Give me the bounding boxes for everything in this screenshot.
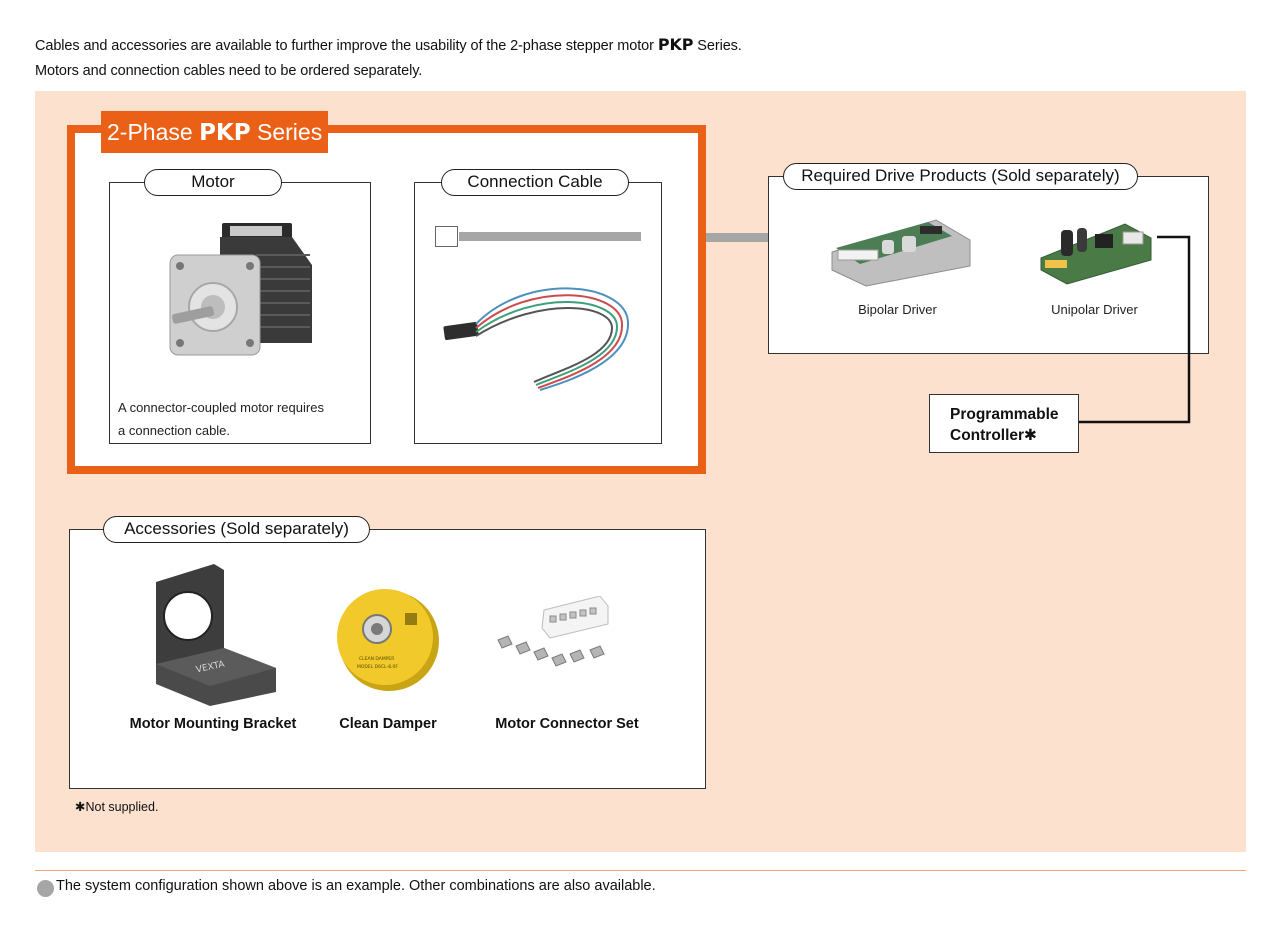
stepper-motor-image bbox=[169, 223, 312, 356]
footer-divider bbox=[35, 870, 1246, 871]
accessories-label: Accessories (Sold separately) bbox=[103, 516, 370, 543]
unipolar-driver-image bbox=[1040, 223, 1152, 285]
motor-mounting-bracket-image: VEXTA bbox=[156, 564, 276, 706]
programmable-controller-box: Programmable Controller✱ bbox=[929, 394, 1079, 453]
footer-bullet-icon bbox=[37, 880, 54, 897]
unipolar-driver-caption: Unipolar Driver bbox=[1051, 302, 1138, 317]
cable-line bbox=[459, 232, 641, 241]
intro-line-1: Cables and accessories are available to … bbox=[35, 35, 742, 54]
connection-cable-image bbox=[443, 287, 630, 391]
drive-products-box bbox=[768, 176, 1209, 354]
pkp-series-title: 2-Phase PKP Series bbox=[101, 111, 329, 153]
motor-label: Motor bbox=[144, 169, 282, 196]
bipolar-driver-image bbox=[831, 219, 971, 287]
cable-connector-symbol bbox=[435, 226, 458, 247]
connection-cable-box bbox=[414, 182, 662, 444]
drive-products-label: Required Drive Products (Sold separately… bbox=[783, 163, 1138, 190]
clean-damper-image: CLEAN DAMPER MODEL D6CL-8.0F bbox=[337, 589, 439, 691]
bracket-caption: Motor Mounting Bracket bbox=[129, 716, 297, 732]
bipolar-driver-caption: Bipolar Driver bbox=[858, 302, 937, 317]
series-to-driver-line bbox=[706, 233, 824, 242]
controller-label-line-2: Controller✱ bbox=[950, 427, 1038, 444]
motor-connector-set-image bbox=[497, 596, 609, 667]
connector-set-caption: Motor Connector Set bbox=[495, 716, 639, 732]
intro-line-2: Motors and connection cables need to be … bbox=[35, 63, 423, 79]
connection-cable-label: Connection Cable bbox=[441, 169, 629, 196]
svg-text:MODEL D6CL-8.0F: MODEL D6CL-8.0F bbox=[357, 664, 398, 670]
not-supplied-note: ✱Not supplied. bbox=[75, 800, 159, 814]
svg-text:CLEAN DAMPER: CLEAN DAMPER bbox=[359, 656, 394, 662]
driver-to-controller-line bbox=[1079, 235, 1191, 424]
clean-damper-caption: Clean Damper bbox=[339, 716, 437, 732]
controller-label-line-1: Programmable bbox=[950, 406, 1059, 423]
footer-note: The system configuration shown above is … bbox=[56, 878, 656, 894]
